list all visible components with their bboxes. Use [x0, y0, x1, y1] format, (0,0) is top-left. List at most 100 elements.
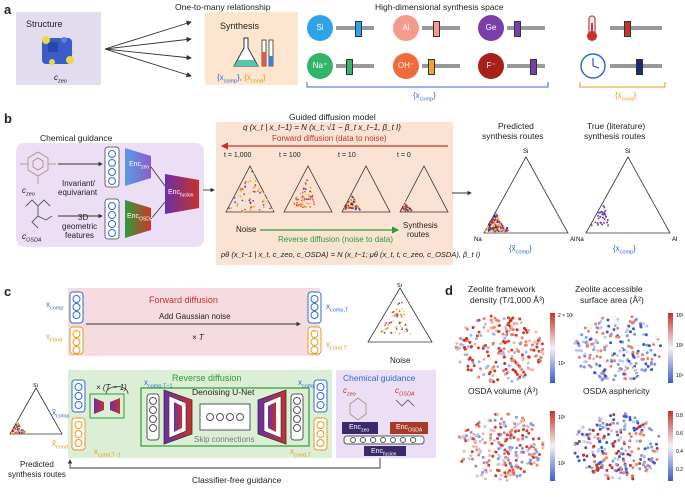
map4-point [600, 449, 604, 453]
map2-point [627, 351, 631, 355]
map2-point [632, 377, 636, 381]
map4-point [602, 434, 606, 438]
map4-point [577, 429, 581, 433]
map3-point [514, 450, 518, 454]
diffusion-point-2 [346, 206, 349, 209]
map2-point [654, 336, 658, 340]
slider-temp [610, 26, 662, 30]
map4-point [657, 434, 661, 438]
predicted-point [502, 227, 505, 230]
diffusion-point-2 [348, 205, 351, 208]
map4-point [623, 464, 627, 468]
diffusion-point-1 [309, 202, 312, 205]
map4-point [587, 437, 591, 441]
diffusion-point-1 [311, 197, 313, 200]
c-noise-point [409, 332, 412, 335]
predicted-point [496, 224, 499, 227]
map2-point [656, 339, 660, 343]
c-xcomp-label: xcomp [46, 300, 64, 312]
map3-point [497, 453, 501, 457]
c-predicted-point [15, 426, 17, 429]
guidance-to-model-arrow [203, 187, 215, 193]
map3-point [497, 432, 501, 436]
diffusion-point-1 [304, 191, 306, 194]
map3-point [521, 433, 525, 437]
map2-point [599, 349, 603, 353]
c-predicted-point [20, 429, 23, 431]
map4-point [604, 452, 608, 456]
map4-point [619, 428, 623, 432]
diffusion-point-1 [296, 195, 299, 198]
diffusion-point-0 [252, 190, 255, 193]
map2-point [595, 354, 599, 358]
map1-point [510, 348, 514, 352]
predicted-point [496, 219, 499, 222]
map1-point [497, 319, 501, 323]
map3-point [520, 446, 524, 450]
diffusion-point-1 [304, 193, 307, 195]
map2-point [602, 369, 606, 373]
map2-point [641, 353, 644, 357]
map3-point [471, 457, 474, 461]
map1-point [515, 322, 519, 326]
map1-point [504, 327, 508, 331]
diffusion-point-1 [312, 199, 314, 201]
map1-point [458, 336, 462, 340]
c-noise-point [395, 315, 397, 318]
diffusion-point-1 [301, 185, 304, 188]
map2-point [607, 324, 611, 328]
map3-title: OSDA volume (Å³) [468, 386, 538, 396]
diffusion-point-2 [346, 203, 349, 206]
slider-na [336, 64, 374, 68]
map2-point [622, 372, 626, 376]
map4-point [635, 463, 638, 466]
map3-point [484, 471, 488, 474]
map4-point [603, 447, 607, 451]
map3-point [512, 436, 516, 439]
map2-point [599, 355, 602, 359]
map4-point [655, 442, 658, 446]
map4-point [638, 467, 642, 471]
diffusion-point-2 [346, 208, 348, 211]
c-noise-point [384, 324, 386, 327]
timestep-100: t = 100 [279, 152, 301, 159]
true-title-2: synthesis routes [584, 131, 646, 141]
map4-point [632, 459, 636, 463]
diffusion-point-1 [307, 198, 310, 200]
map3-point [535, 463, 539, 467]
map1-point [520, 336, 524, 340]
ternary-t1000 [225, 165, 275, 213]
true-title-1: True (literature) [587, 121, 646, 131]
diffusion-point-2 [353, 207, 356, 210]
flask-icon [233, 37, 274, 67]
c-xcond-T1-label: xcond,T−1 [94, 447, 122, 459]
map3-point [501, 463, 505, 467]
reverse-equation: pθ (x_t−1 | x_t, c_zeo, c_OSDA) = N (x_t… [221, 250, 481, 259]
map3-point [519, 467, 523, 471]
map3-point [470, 450, 474, 454]
diffusion-point-1 [306, 198, 308, 200]
map4-point [582, 458, 586, 462]
map4-point [632, 426, 636, 430]
map4-point [623, 422, 627, 426]
predicted-point [492, 230, 495, 233]
c-chemical-guidance-title: Chemical guidance [343, 373, 416, 383]
true-si-label: Si [625, 149, 630, 155]
map4-point [655, 458, 659, 461]
map4-point [636, 421, 640, 425]
zeolite-framework-icon [20, 151, 56, 184]
predicted-title-2: synthesis routes [482, 131, 544, 141]
map3-point [485, 461, 489, 464]
guidance-arrows [58, 161, 103, 219]
map3-point [499, 473, 503, 477]
true-point [597, 214, 600, 217]
map1-point [513, 350, 517, 354]
diffusion-point-1 [302, 206, 304, 209]
map1-point [511, 368, 515, 372]
c-noise-point [404, 330, 406, 333]
map1-point [489, 318, 493, 322]
c-noise-point [403, 313, 405, 316]
predicted-point [505, 229, 508, 232]
predicted-point [487, 229, 490, 232]
diffusion-point-0 [249, 180, 252, 182]
